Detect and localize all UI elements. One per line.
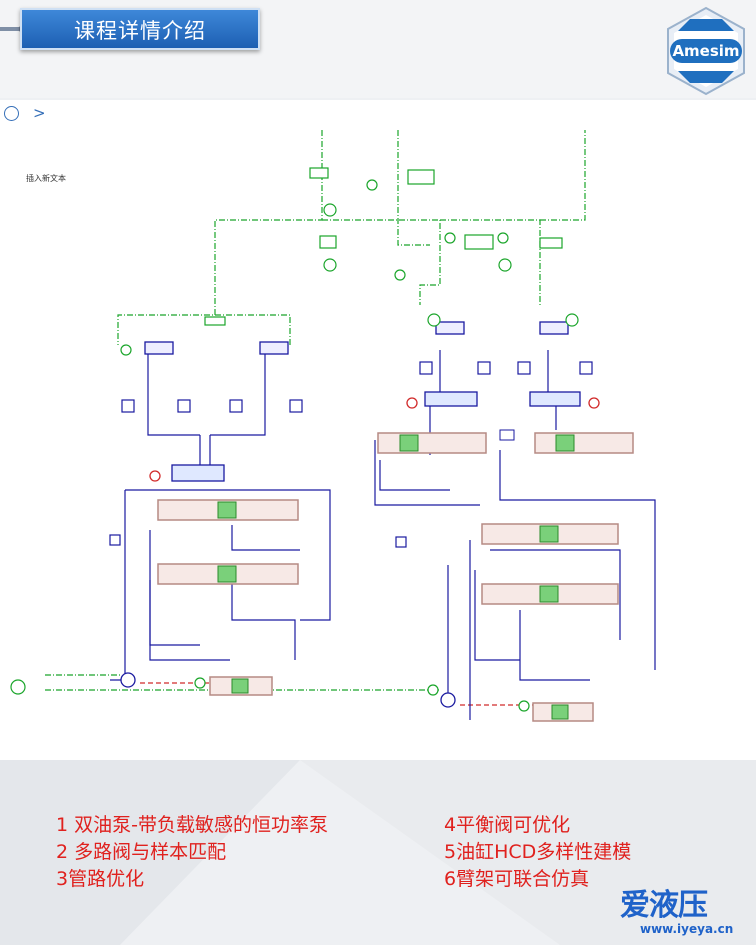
amesim-logo-icon: Amesim: [667, 6, 745, 96]
feature-item: 4平衡阀可优化: [444, 814, 571, 836]
feature-item: 6臂架可联合仿真: [444, 868, 590, 890]
hydraulic-schematic: [10, 130, 656, 722]
feature-item: 5油缸HCD多样性建模: [444, 841, 632, 863]
feature-item: 1 双油泵-带负载敏感的恒功率泵: [56, 814, 328, 836]
pilot-components: [10, 167, 579, 712]
watermark-url[interactable]: www.iyeya.cn: [640, 922, 734, 936]
balance-valves: [109, 361, 593, 548]
sensor-box: [499, 429, 515, 441]
expand-arrow[interactable]: >: [33, 104, 46, 122]
accumulators: [149, 397, 600, 482]
cylinders: [144, 321, 569, 355]
text-note: 插入新文本: [26, 174, 66, 183]
feature-list-left: 1 双油泵-带负载敏感的恒功率泵 2 多路阀与样本匹配 3管路优化: [56, 812, 328, 893]
directional-valves: [171, 391, 581, 482]
feature-item: 2 多路阀与样本匹配: [56, 841, 227, 863]
collapse-circle-icon[interactable]: [4, 106, 19, 121]
hydraulic-lines: [110, 350, 656, 720]
watermark-brand: 爱液压: [620, 888, 708, 923]
diagram-canvas: [0, 100, 756, 760]
logo-text: Amesim: [672, 42, 739, 60]
pumps: [120, 672, 456, 708]
page-title: 课程详情介绍: [20, 8, 260, 50]
spool-centers: [217, 434, 575, 720]
feature-item: 3管路优化: [56, 868, 145, 890]
pilot-lines: [45, 130, 586, 691]
feature-list-right: 4平衡阀可优化 5油缸HCD多样性建模 6臂架可联合仿真: [444, 812, 631, 893]
